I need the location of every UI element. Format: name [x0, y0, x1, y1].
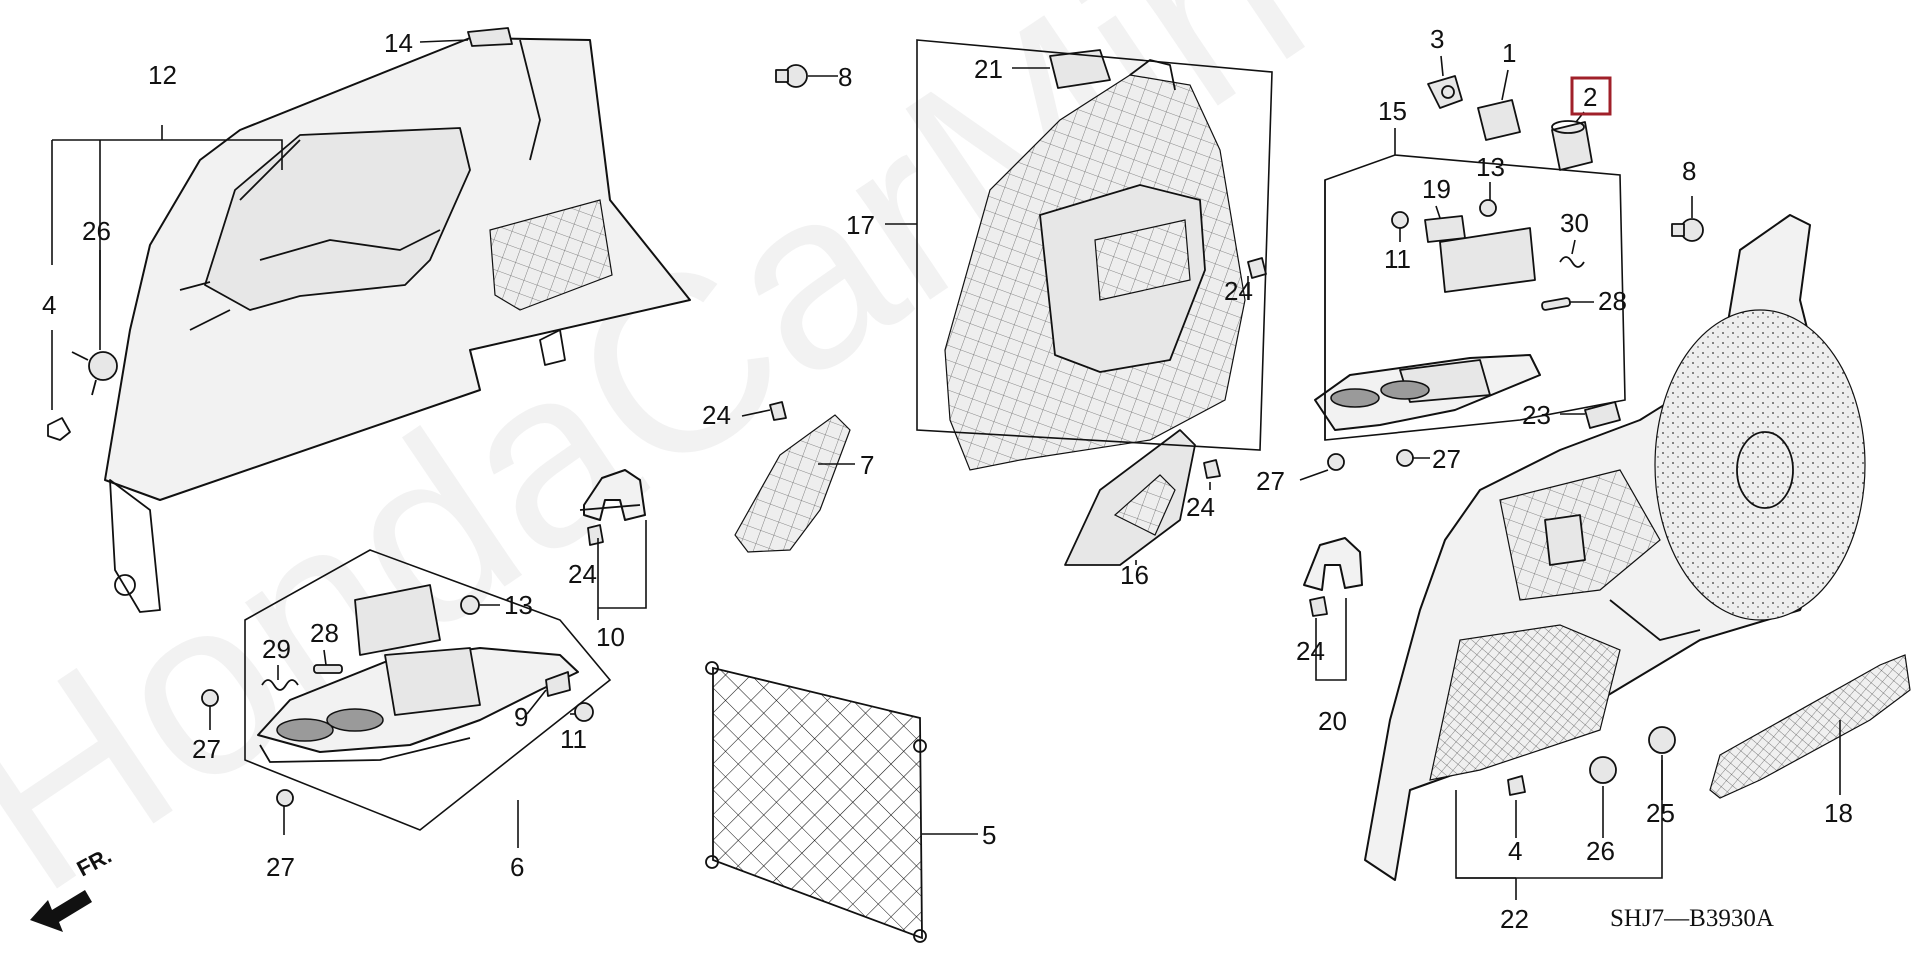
- part-27-screw-c[interactable]: [1327, 453, 1345, 471]
- label-4-left[interactable]: 4: [42, 290, 56, 320]
- label-12[interactable]: 12: [148, 60, 177, 90]
- label-13-left[interactable]: 13: [504, 590, 533, 620]
- part-23-cover[interactable]: [1584, 401, 1621, 429]
- part-2-socket-cap[interactable]: [1551, 120, 1593, 171]
- label-20[interactable]: 20: [1318, 706, 1347, 736]
- label-6[interactable]: 6: [510, 852, 524, 882]
- label-11-right[interactable]: 11: [1384, 244, 1411, 274]
- label-27-d[interactable]: 27: [1432, 444, 1461, 474]
- label-28-left[interactable]: 28: [310, 618, 339, 648]
- part-22-side-lining-right[interactable]: [1364, 214, 1866, 881]
- part-13-screw-b[interactable]: [1479, 199, 1497, 217]
- label-2[interactable]: 2: [1583, 82, 1597, 112]
- part-27-screw-a[interactable]: [201, 689, 219, 707]
- label-13-right[interactable]: 13: [1476, 152, 1505, 182]
- label-21[interactable]: 21: [974, 54, 1003, 84]
- label-17[interactable]: 17: [846, 210, 875, 240]
- part-25-clip[interactable]: [1648, 726, 1676, 754]
- part-19-bracket[interactable]: [1424, 215, 1466, 243]
- part-7-grille[interactable]: [734, 414, 851, 553]
- part-14-cap[interactable]: [467, 27, 513, 47]
- part-6-cupholder-tray[interactable]: [257, 584, 579, 763]
- label-18[interactable]: 18: [1824, 798, 1853, 828]
- part-3-socket-bracket[interactable]: [1427, 75, 1463, 109]
- label-14[interactable]: 14: [384, 28, 413, 58]
- label-27-a[interactable]: 27: [192, 734, 221, 764]
- part-4-clip[interactable]: [47, 417, 71, 441]
- label-25[interactable]: 25: [1646, 798, 1675, 828]
- part-lid[interactable]: [1439, 227, 1536, 293]
- label-15[interactable]: 15: [1378, 96, 1407, 126]
- label-23[interactable]: 23: [1522, 400, 1551, 430]
- label-10[interactable]: 10: [596, 622, 625, 652]
- leader-lines: [51, 39, 1841, 900]
- part-16-speaker-grille[interactable]: [1064, 429, 1196, 566]
- part-18-trim-strip[interactable]: [1709, 654, 1911, 799]
- part-24-clip-c[interactable]: [769, 401, 787, 421]
- label-27-c[interactable]: 27: [1256, 466, 1285, 496]
- label-7[interactable]: 7: [860, 450, 874, 480]
- part-28-pin-a[interactable]: [313, 664, 343, 674]
- part-17-speaker-panel[interactable]: [944, 59, 1246, 471]
- part-26-clip[interactable]: [71, 351, 118, 396]
- label-30[interactable]: 30: [1560, 208, 1589, 238]
- diagram-code: SHJ7—B3930A: [1610, 905, 1774, 932]
- label-8-right[interactable]: 8: [1682, 156, 1696, 186]
- part-11-screw-a[interactable]: [574, 702, 594, 722]
- part-20-bracket[interactable]: [1303, 537, 1363, 591]
- highlight-box-part-2: [1570, 76, 1612, 116]
- part-30-spring[interactable]: [1559, 256, 1585, 268]
- label-27-b[interactable]: 27: [266, 852, 295, 882]
- part-12-side-lining[interactable]: [104, 37, 691, 613]
- part-29-spring[interactable]: [261, 679, 299, 691]
- part-24-clip-e[interactable]: [1309, 596, 1328, 617]
- part-21-cover[interactable]: [1049, 49, 1111, 89]
- part-15-tray[interactable]: [1314, 354, 1541, 431]
- part-4-clip-right[interactable]: [1507, 775, 1526, 796]
- label-24-c[interactable]: 24: [702, 400, 731, 430]
- label-26-right[interactable]: 26: [1586, 836, 1615, 866]
- label-11-left[interactable]: 11: [560, 724, 587, 754]
- label-22[interactable]: 22: [1500, 904, 1529, 934]
- part-11-screw-b[interactable]: [1391, 211, 1409, 229]
- part-27-screw-b[interactable]: [276, 789, 294, 807]
- label-24-b[interactable]: 24: [1224, 276, 1253, 306]
- label-24-a[interactable]: 24: [568, 559, 597, 589]
- label-5[interactable]: 5: [982, 820, 996, 850]
- part-8-bolt[interactable]: [775, 64, 808, 88]
- part-24-clip-d[interactable]: [1203, 459, 1221, 479]
- label-29[interactable]: 29: [262, 634, 291, 664]
- part-26-clip-right[interactable]: [1589, 756, 1617, 784]
- label-26-left[interactable]: 26: [82, 216, 111, 246]
- part-numbers: 12 14 8 26 4 24 10 13 28 29 9 11 27 27 6…: [42, 24, 1853, 934]
- label-19[interactable]: 19: [1422, 174, 1451, 204]
- label-28-right[interactable]: 28: [1598, 286, 1627, 316]
- label-4-right[interactable]: 4: [1508, 836, 1522, 866]
- part-8-bolt-right[interactable]: [1671, 218, 1704, 242]
- part-13-screw-a[interactable]: [460, 595, 480, 615]
- part-28-pin-b[interactable]: [1541, 297, 1571, 311]
- part-10-bracket[interactable]: [579, 469, 646, 521]
- part-24-clip-a[interactable]: [587, 524, 604, 546]
- label-24-d[interactable]: 24: [1186, 492, 1215, 522]
- label-8-left[interactable]: 8: [838, 62, 852, 92]
- part-9-latch[interactable]: [545, 671, 571, 697]
- part-24-clip-b[interactable]: [1247, 257, 1267, 279]
- label-1[interactable]: 1: [1502, 38, 1516, 68]
- label-24-e[interactable]: 24: [1296, 636, 1325, 666]
- label-3[interactable]: 3: [1430, 24, 1444, 54]
- label-16[interactable]: 16: [1120, 560, 1149, 590]
- part-27-screw-d[interactable]: [1396, 449, 1414, 467]
- part-1-power-socket[interactable]: [1477, 99, 1521, 141]
- label-9[interactable]: 9: [514, 702, 528, 732]
- part-5-cargo-net[interactable]: [705, 661, 927, 943]
